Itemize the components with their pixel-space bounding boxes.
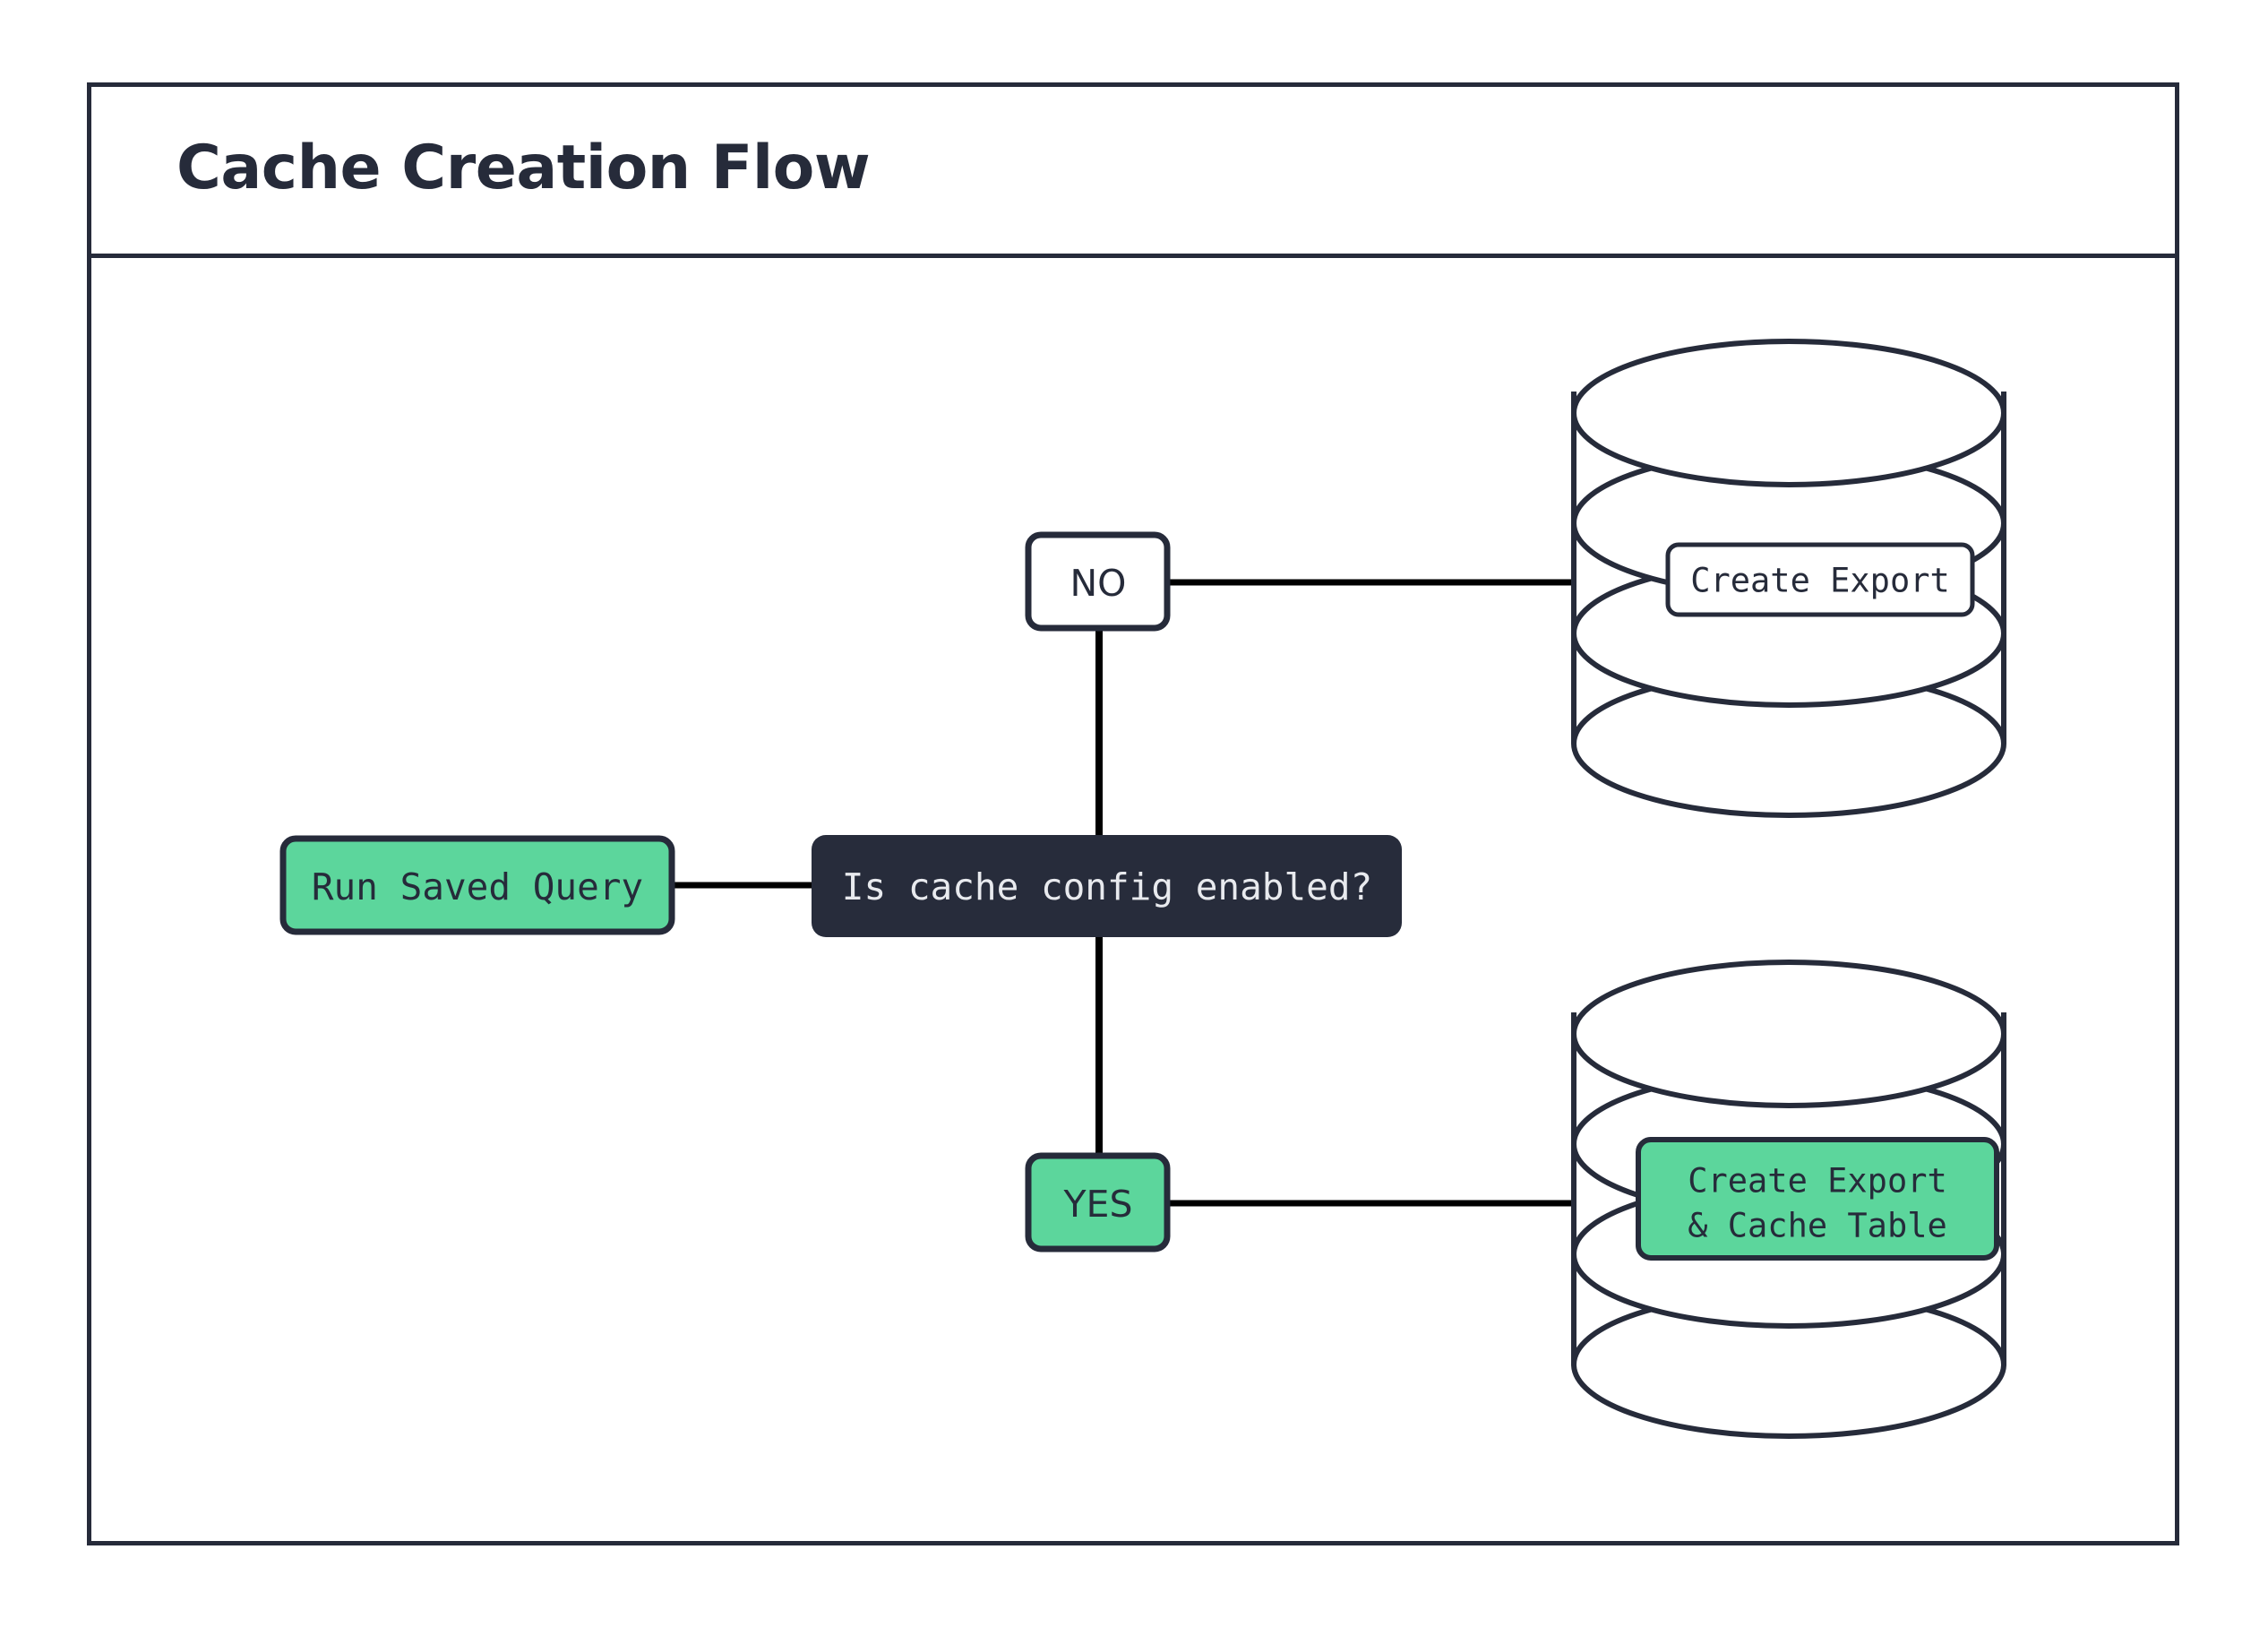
node-branch-no[interactable]: NO: [1025, 531, 1171, 632]
decision-box[interactable]: [812, 835, 1402, 937]
node-decision[interactable]: Is cache config enabled?: [812, 835, 1402, 937]
node-run-saved-query[interactable]: Run Saved Query: [279, 835, 675, 935]
node-branch-yes[interactable]: YES: [1025, 1152, 1171, 1253]
db-top-disc-1-icon: [1571, 339, 2006, 487]
decision-label: Is cache config enabled?: [842, 865, 1372, 908]
db-bottom-disc-1-icon: [1571, 960, 2006, 1108]
database-bottom[interactable]: Create Export & Cache Table: [1571, 960, 2006, 1439]
page-title: Cache Creation Flow: [176, 133, 871, 203]
db-bottom-label-line1: Create Export: [1688, 1162, 1947, 1201]
branch-yes-label: YES: [1063, 1183, 1133, 1226]
run-saved-query-box[interactable]: [279, 835, 675, 935]
db-bottom-label-box[interactable]: [1636, 1137, 1999, 1261]
db-top-label-box[interactable]: [1665, 542, 1975, 617]
db-top-label: Create Export: [1690, 562, 1950, 600]
run-saved-query-label: Run Saved Query: [312, 865, 643, 908]
db-bottom-label-line2: & Cache Table: [1688, 1207, 1947, 1245]
edge-group: [674, 579, 1574, 1207]
branch-no-box[interactable]: [1025, 531, 1171, 632]
branch-no-label: NO: [1070, 562, 1127, 605]
diagram-frame-header: Cache Creation Flow: [87, 82, 2179, 258]
database-top[interactable]: Create Export: [1571, 339, 2006, 818]
branch-yes-box[interactable]: [1025, 1152, 1171, 1253]
